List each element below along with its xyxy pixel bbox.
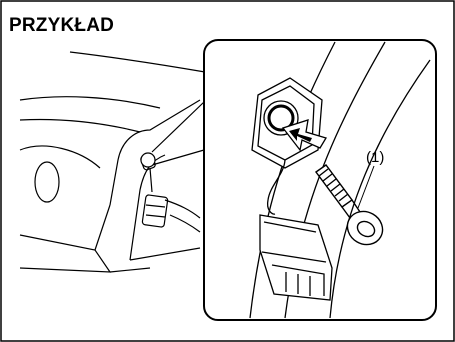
callout-label-1: (1) [366, 150, 384, 166]
figure-title: PRZYKŁAD [9, 16, 114, 36]
